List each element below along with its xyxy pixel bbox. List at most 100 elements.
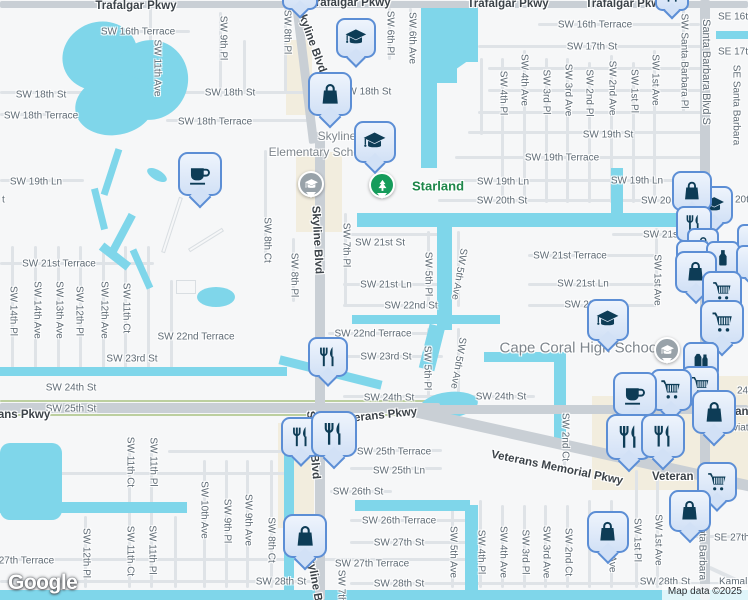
coffee-pin[interactable] <box>613 372 657 416</box>
road-minor[interactable] <box>488 67 702 70</box>
road-minor[interactable] <box>478 111 702 114</box>
road-minor[interactable] <box>343 283 443 286</box>
road-minor[interactable] <box>438 199 702 202</box>
road-minor[interactable] <box>488 89 702 92</box>
road-minor[interactable] <box>102 246 105 368</box>
road-minor[interactable] <box>427 231 430 307</box>
road-minor[interactable] <box>0 558 470 561</box>
road-minor[interactable] <box>168 450 293 453</box>
road-major[interactable] <box>425 405 748 414</box>
road-minor[interactable] <box>653 50 656 203</box>
bag-pin[interactable] <box>308 72 352 116</box>
google-logo[interactable]: Google <box>8 571 78 594</box>
road-minor[interactable] <box>682 8 685 112</box>
road-minor[interactable] <box>150 438 153 588</box>
utensils-pin[interactable] <box>282 0 318 10</box>
road-minor[interactable] <box>330 490 392 493</box>
road-minor[interactable] <box>350 541 468 544</box>
road-minor[interactable] <box>350 519 468 522</box>
bag-pin[interactable] <box>283 514 327 558</box>
bag-pin[interactable] <box>675 251 717 293</box>
road-minor[interactable] <box>343 355 443 358</box>
road-minor[interactable] <box>34 246 37 368</box>
road-minor[interactable] <box>343 233 445 236</box>
road-minor[interactable] <box>84 516 87 588</box>
road-minor[interactable] <box>225 460 228 588</box>
road-minor[interactable] <box>128 438 131 588</box>
road-minor[interactable] <box>566 58 569 203</box>
road-minor[interactable] <box>82 30 190 33</box>
grad-pin[interactable] <box>587 299 629 341</box>
road-minor[interactable] <box>203 460 206 588</box>
road-minor[interactable] <box>501 505 504 588</box>
road-minor[interactable] <box>457 328 460 398</box>
road-minor[interactable] <box>480 58 483 135</box>
road-minor[interactable] <box>468 131 702 134</box>
road-minor[interactable] <box>40 472 292 475</box>
starland-park-poi[interactable] <box>369 172 395 198</box>
road-minor[interactable] <box>284 0 287 94</box>
road-minor[interactable] <box>610 55 613 203</box>
road-minor[interactable] <box>0 580 315 583</box>
road-minor[interactable] <box>166 119 312 122</box>
road-minor[interactable] <box>528 283 656 286</box>
road-minor[interactable] <box>350 582 748 585</box>
road-minor[interactable] <box>350 467 442 470</box>
road-minor[interactable] <box>451 505 454 588</box>
road-minor[interactable] <box>328 332 442 335</box>
road-minor[interactable] <box>174 516 177 588</box>
road-minor[interactable] <box>457 231 460 307</box>
road-minor[interactable] <box>0 179 84 182</box>
utensils-pin[interactable] <box>308 337 348 377</box>
utensils-pin[interactable] <box>641 414 685 458</box>
road-minor[interactable] <box>0 113 90 116</box>
road-minor[interactable] <box>523 50 526 203</box>
road-minor[interactable] <box>124 246 127 368</box>
utensils-pin[interactable] <box>311 411 357 457</box>
skyline-elementary-poi[interactable] <box>298 171 324 197</box>
road-minor[interactable] <box>350 449 442 452</box>
road-minor[interactable] <box>270 460 273 588</box>
road-minor[interactable] <box>147 246 150 368</box>
road-minor[interactable] <box>501 58 504 203</box>
road-major[interactable] <box>0 1 748 8</box>
road-minor[interactable] <box>11 246 14 368</box>
road-minor[interactable] <box>478 45 702 48</box>
road-minor[interactable] <box>566 505 569 588</box>
road-minor[interactable] <box>545 58 548 203</box>
road-minor[interactable] <box>544 505 547 588</box>
road-minor[interactable] <box>688 535 748 538</box>
road-minor[interactable] <box>528 254 656 257</box>
road-minor[interactable] <box>523 505 526 588</box>
road-minor[interactable] <box>479 500 482 588</box>
road-minor[interactable] <box>170 280 173 368</box>
road-minor[interactable] <box>343 304 443 307</box>
road-minor[interactable] <box>538 23 700 26</box>
road-minor[interactable] <box>388 8 391 60</box>
grad-pin[interactable] <box>336 18 376 58</box>
road-minor[interactable] <box>246 460 249 588</box>
road-minor[interactable] <box>79 246 82 368</box>
road-minor[interactable] <box>409 8 412 64</box>
cart-pin[interactable] <box>650 369 692 411</box>
road-minor[interactable] <box>656 470 659 588</box>
road-minor[interactable] <box>264 150 267 262</box>
road-minor[interactable] <box>219 12 222 97</box>
road-major[interactable] <box>0 403 440 413</box>
road-minor[interactable] <box>243 40 246 94</box>
road-minor[interactable] <box>292 238 295 302</box>
road-minor[interactable] <box>0 262 154 265</box>
bag-pin[interactable] <box>672 171 712 211</box>
grad-pin[interactable] <box>354 121 396 163</box>
road-minor[interactable] <box>344 213 347 305</box>
road-minor[interactable] <box>635 470 638 588</box>
road-minor[interactable] <box>57 246 60 368</box>
bag-pin[interactable] <box>692 390 736 434</box>
coffee-pin[interactable] <box>178 152 222 196</box>
bottle-pin[interactable] <box>736 245 748 279</box>
utensils-pin[interactable] <box>655 0 689 11</box>
bag-pin[interactable] <box>587 511 629 553</box>
cart-pin[interactable] <box>700 300 744 344</box>
bag-pin[interactable] <box>669 490 711 532</box>
